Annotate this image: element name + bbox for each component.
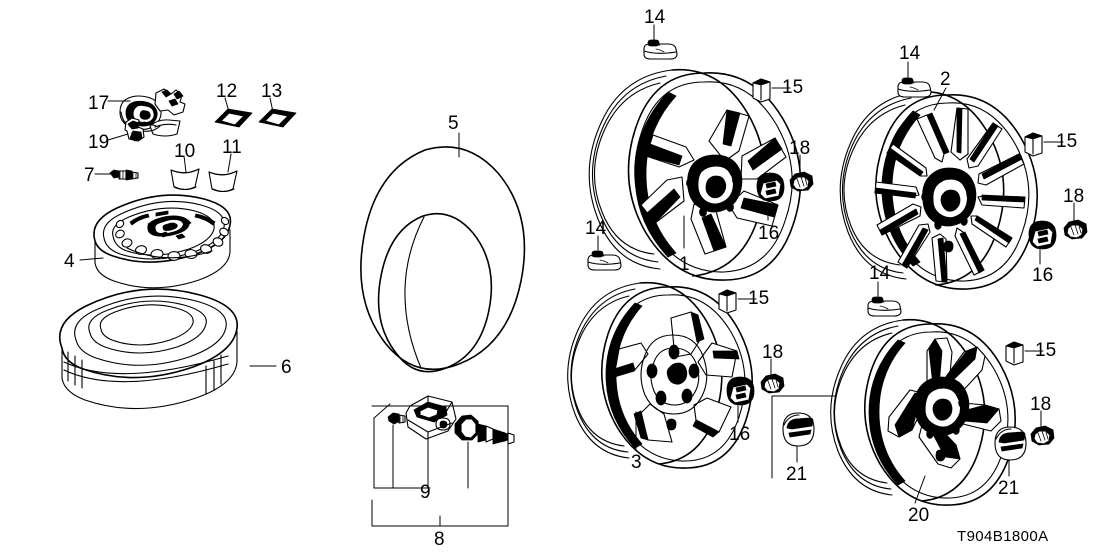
callout-14-right: 14 [899, 43, 921, 64]
callout-6: 6 [281, 357, 292, 378]
callout-18-mid: 18 [762, 342, 784, 363]
part-18-lug-nut-top [789, 171, 814, 192]
callout-3: 3 [631, 452, 642, 473]
callout-21-mid: 21 [786, 464, 808, 485]
callout-7: 7 [84, 165, 95, 186]
callout-5: 5 [448, 113, 459, 134]
leader-11 [227, 153, 232, 173]
callout-9: 9 [420, 482, 431, 503]
part-9-tpms-screw [387, 412, 406, 425]
callout-16-mid: 16 [729, 424, 751, 445]
part-15-valve-cap-top [752, 78, 771, 103]
bracket-9-left [373, 417, 431, 489]
part-9-valve-stem-assembly [454, 414, 515, 445]
callout-14-mid: 14 [585, 218, 607, 239]
part-9-tpms-sensor-body [405, 395, 457, 441]
part-14-valve-stem-lowright [867, 296, 902, 317]
part-18-lug-nut-lowright [1030, 425, 1055, 446]
callout-16-right: 16 [1032, 265, 1054, 286]
callout-17: 17 [88, 93, 110, 114]
part-12-balance-plate [214, 108, 253, 128]
callout-4: 4 [64, 251, 75, 272]
callout-11: 11 [222, 137, 242, 158]
part-13-balance-plate [258, 108, 297, 128]
callout-13: 13 [261, 81, 283, 102]
part-15-valve-cap-mid [718, 289, 737, 314]
callout-12: 12 [216, 81, 238, 102]
part-15-valve-cap-right [1024, 132, 1043, 157]
part-21-emblem-cap-mid [782, 412, 815, 447]
diagram-code: T904B1800A [957, 528, 1049, 545]
part-7-bolt [109, 169, 139, 181]
callout-15-top: 15 [782, 77, 804, 98]
callout-21-lowright: 21 [998, 478, 1020, 499]
part-14-valve-stem-top [643, 39, 678, 60]
leader-19 [107, 133, 129, 141]
leader-10 [183, 155, 187, 173]
callout-20: 20 [908, 505, 930, 526]
callout-19: 19 [88, 132, 110, 153]
callout-18-top: 18 [789, 138, 811, 159]
callout-14-lowright: 14 [869, 263, 891, 284]
bracket-8 [371, 405, 509, 527]
bracket-21-a [771, 395, 837, 479]
part-16-center-cap-right [1028, 220, 1057, 250]
part-3-alloy-wheel [567, 281, 754, 469]
callout-1: 1 [679, 254, 690, 275]
callout-15-right: 15 [1056, 131, 1078, 152]
part-16-center-cap-mid [726, 376, 755, 406]
callout-15-lowright: 15 [1035, 340, 1057, 361]
part-18-lug-nut-right [1063, 219, 1088, 240]
part-2-alloy-wheel [839, 90, 1038, 290]
leader-20 [914, 475, 926, 504]
part-16-center-cap-top [756, 172, 785, 202]
part-14-valve-stem-right [897, 77, 932, 98]
part-4-steel-spare-wheel [93, 194, 232, 289]
part-18-lug-nut-mid [760, 373, 785, 394]
part-6-spare-tire [58, 288, 238, 410]
callout-18-right: 18 [1063, 186, 1085, 207]
leader-12 [224, 97, 230, 113]
callout-16-top: 16 [758, 223, 780, 244]
part-19-jack-bolt [124, 117, 145, 142]
part-21-emblem-cap-lowright [994, 426, 1027, 461]
callout-15-mid: 15 [748, 288, 770, 309]
part-10-wheel-weight [170, 168, 200, 191]
part-20-alloy-wheel [830, 318, 1017, 506]
callout-2: 2 [940, 69, 951, 90]
leader-2 [933, 87, 947, 111]
callout-18-lowright: 18 [1030, 394, 1052, 415]
callout-14-top: 14 [644, 7, 666, 28]
part-14-valve-stem-mid [587, 250, 622, 271]
part-11-wheel-weight [208, 170, 238, 193]
part-1-alloy-wheel [588, 68, 802, 281]
callout-8: 8 [434, 529, 445, 550]
part-5-tire [360, 146, 526, 373]
part-15-valve-cap-lowright [1005, 341, 1024, 366]
leader-13 [269, 97, 274, 113]
callout-10: 10 [174, 141, 196, 162]
leader-4 [79, 257, 104, 261]
